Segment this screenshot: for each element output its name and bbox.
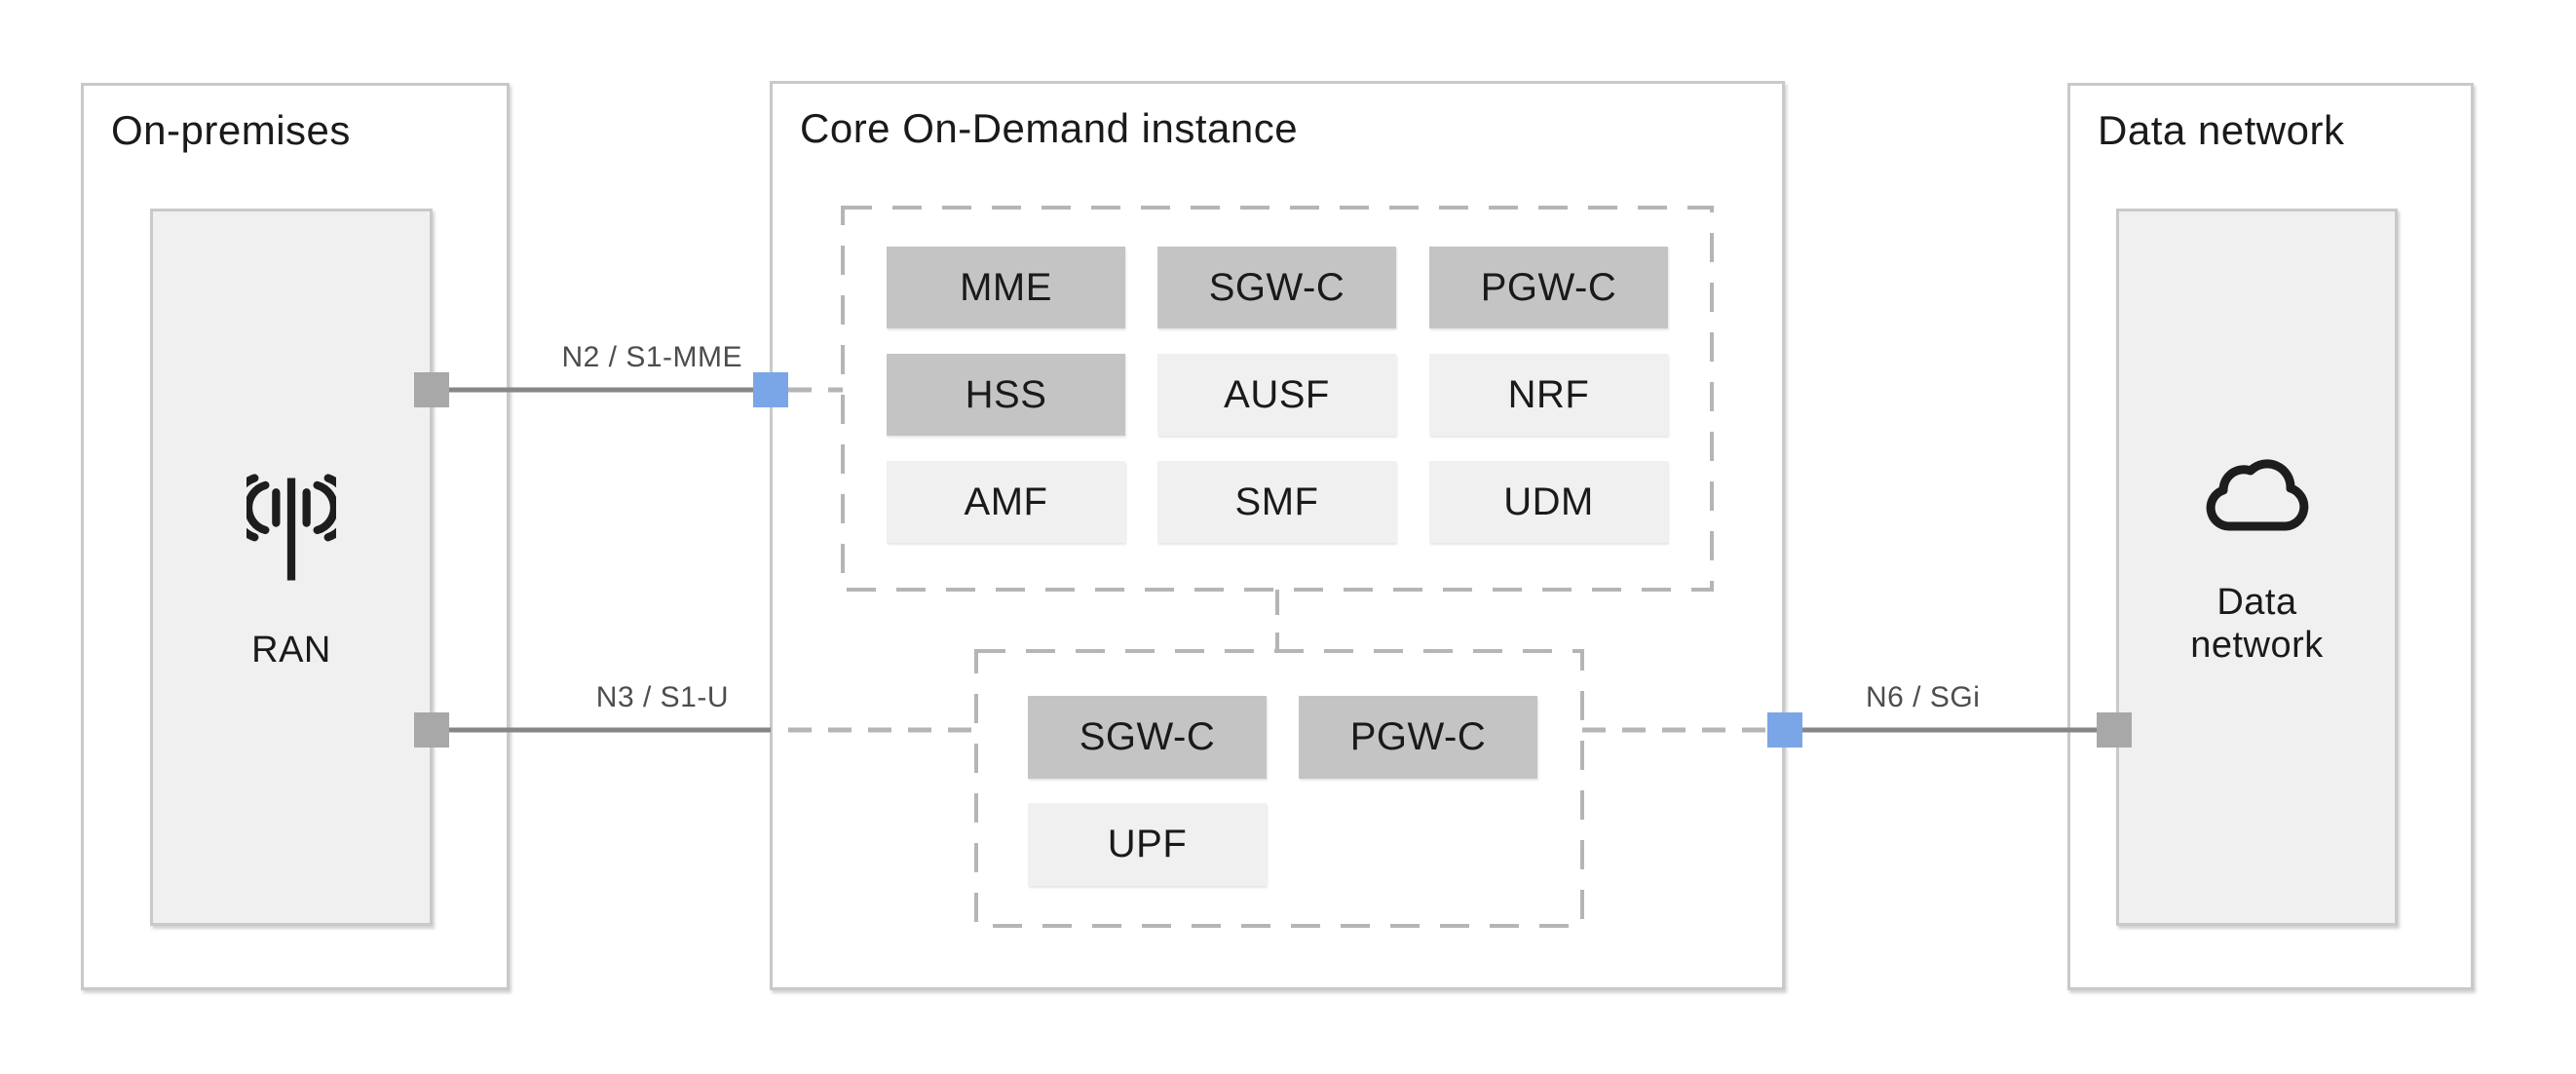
node-amf: AMF	[887, 461, 1125, 543]
core-on-demand-title: Core On-Demand instance	[800, 105, 1299, 151]
cloud-icon	[2198, 454, 2317, 534]
node-mme: MME	[887, 247, 1125, 328]
node-udm: UDM	[1429, 461, 1668, 543]
data-network-panel	[2116, 209, 2398, 926]
data-network-node-label-line2: network	[2190, 625, 2324, 666]
node-sgw-c-user-plane: SGW-C	[1028, 696, 1267, 779]
data-network-node-label: Data network	[2116, 581, 2398, 667]
data-network-title: Data network	[2098, 107, 2345, 153]
n6-link-label: N6 / SGi	[1866, 681, 1981, 713]
node-pgw-c-user-plane: PGW-C	[1299, 696, 1537, 779]
antenna-icon	[229, 474, 354, 585]
node-pgw-c: PGW-C	[1429, 247, 1668, 328]
node-hss: HSS	[887, 354, 1125, 436]
node-nrf: NRF	[1429, 354, 1668, 436]
node-sgw-c: SGW-C	[1157, 247, 1396, 328]
node-smf: SMF	[1157, 461, 1396, 543]
n2-link-label: N2 / S1-MME	[561, 341, 742, 373]
n3-link-label: N3 / S1-U	[595, 681, 729, 713]
data-network-node-label-line1: Data	[2216, 582, 2297, 623]
ran-label: RAN	[251, 630, 331, 671]
node-upf: UPF	[1028, 803, 1267, 886]
node-ausf: AUSF	[1157, 354, 1396, 436]
on-premises-title: On-premises	[111, 107, 351, 153]
